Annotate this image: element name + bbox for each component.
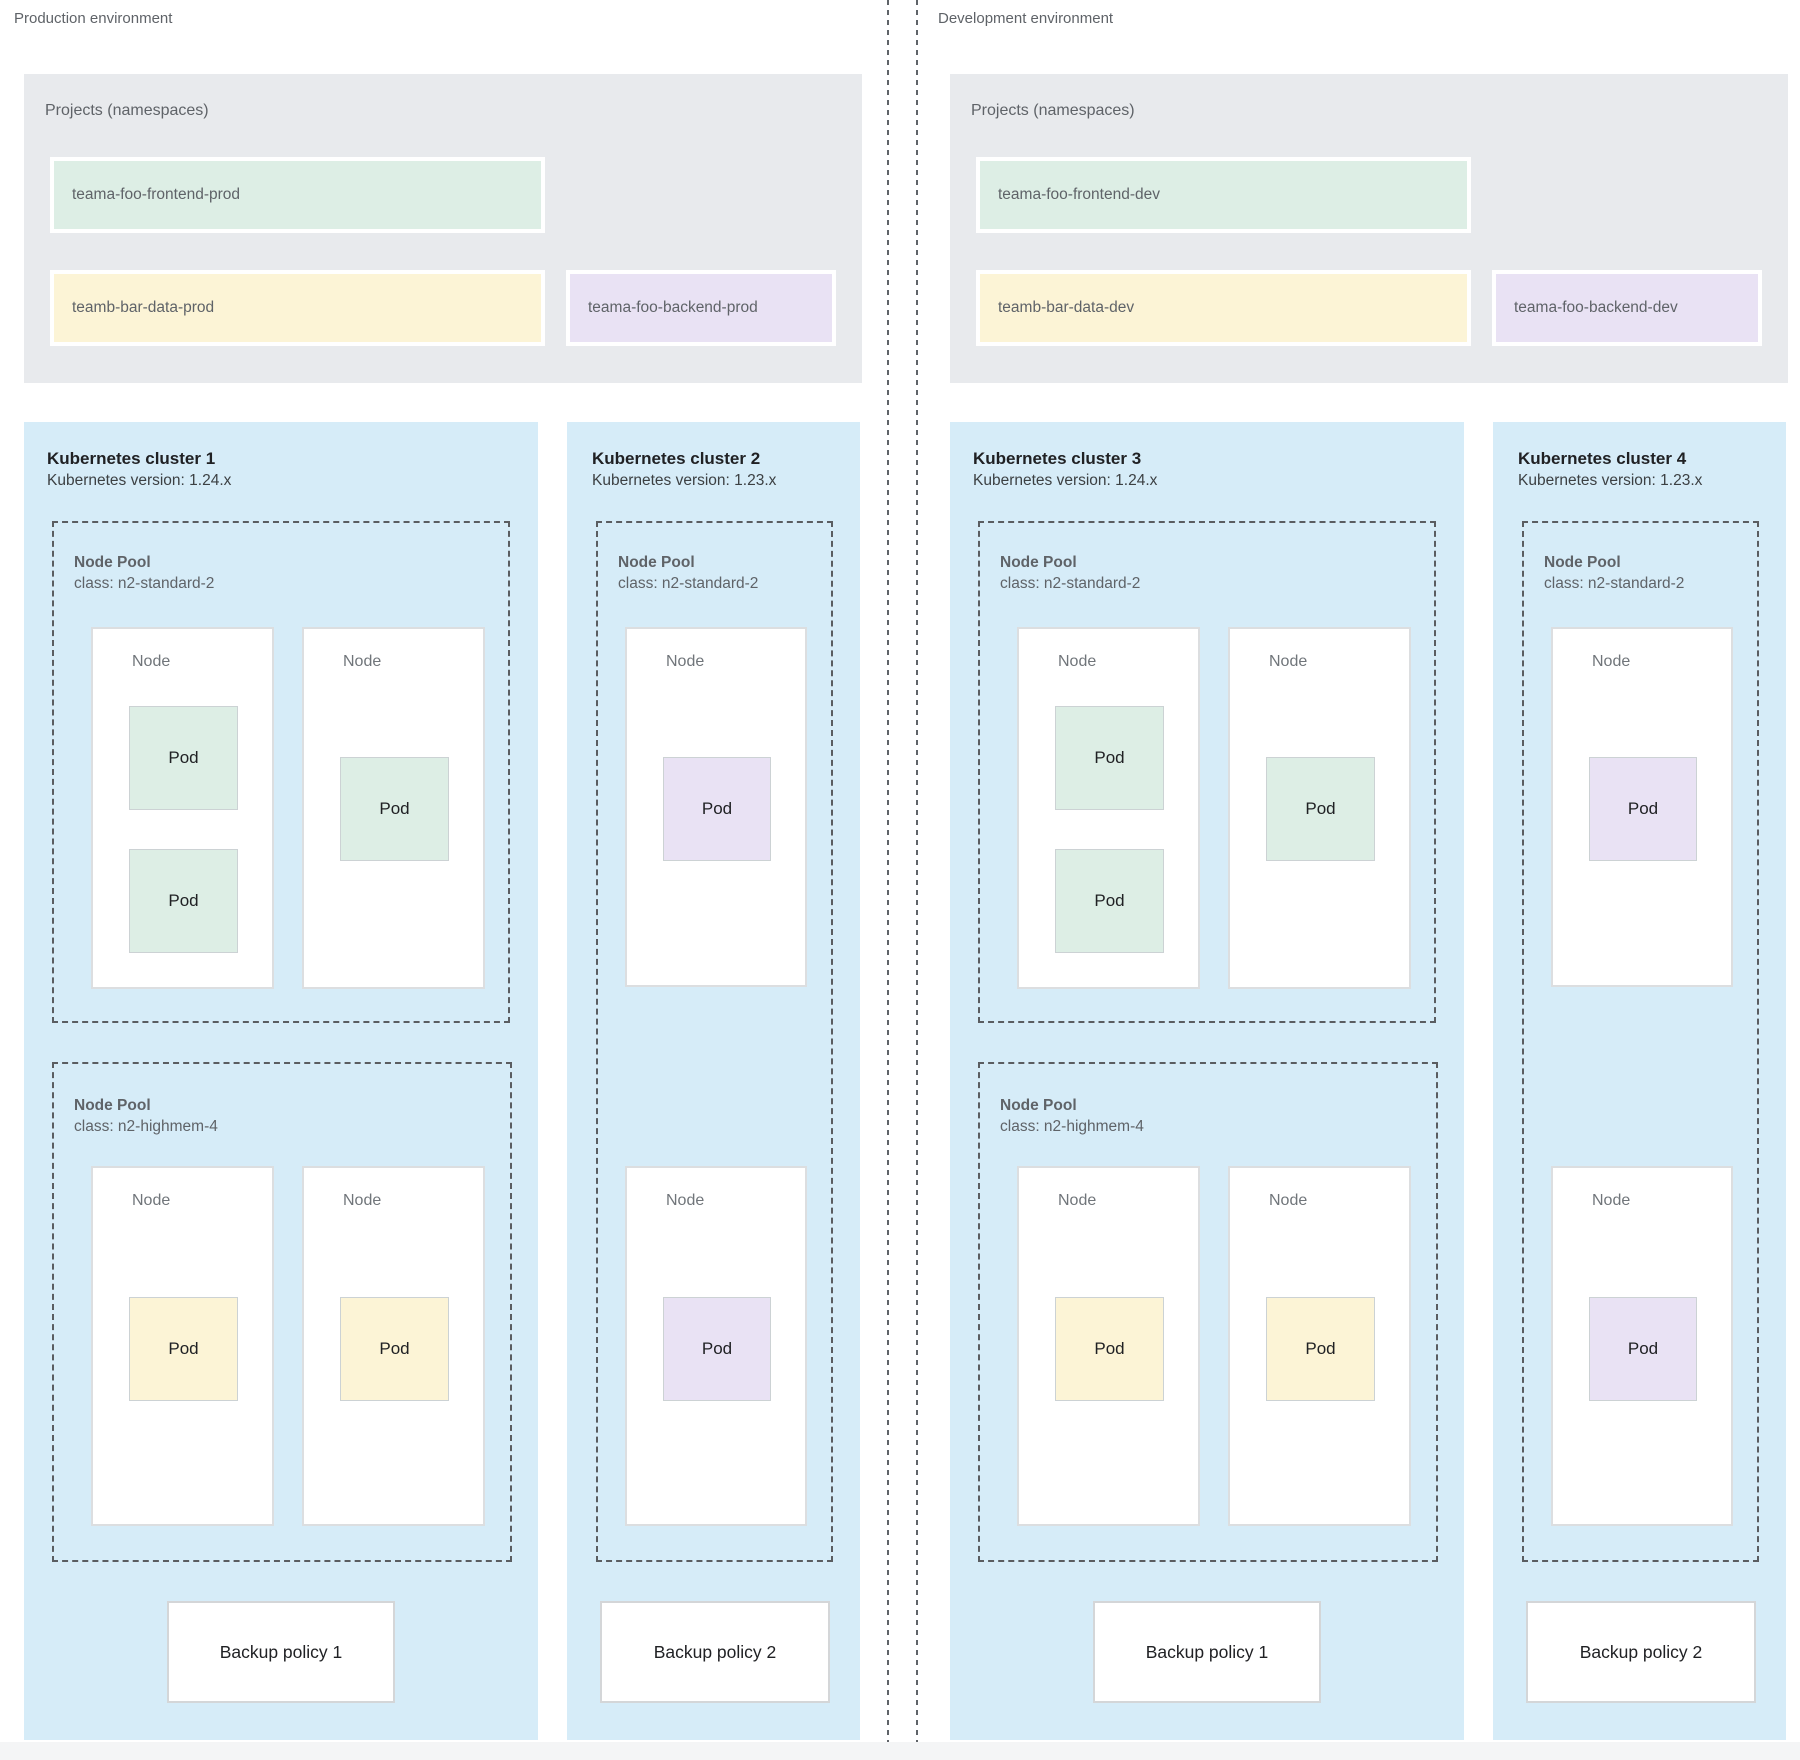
node-pool-label: Node Pool [1000,554,1077,571]
node-label: Node [1058,653,1097,670]
node-pool: Node Pool class: n2-highmem-4 Node Pod N… [52,1062,512,1562]
pod: Pod [340,757,449,861]
pod: Pod [663,1297,771,1401]
project-chip: teamb-bar-data-dev [976,270,1471,346]
node-label: Node [343,1192,382,1209]
pod: Pod [1589,757,1697,861]
node-pool: Node Pool class: n2-standard-2 Node Pod … [596,521,833,1562]
pod: Pod [129,706,238,810]
node-pool: Node Pool class: n2-standard-2 Node Pod … [978,521,1436,1023]
node-pool-label: Node Pool [74,1097,151,1114]
backup-policy: Backup policy 1 [167,1601,395,1703]
cluster-version: Kubernetes version: 1.23.x [592,472,777,489]
project-chip: teama-foo-frontend-dev [976,157,1471,233]
node: Node Pod [625,627,807,987]
pod: Pod [1055,1297,1164,1401]
node-pool: Node Pool class: n2-standard-2 Node Pod … [52,521,510,1023]
node-label: Node [132,1192,171,1209]
node-pool-class: class: n2-standard-2 [74,575,215,592]
pod: Pod [1589,1297,1697,1401]
node-label: Node [1058,1192,1097,1209]
node-label: Node [1269,653,1308,670]
kubernetes-cluster-2: Kubernetes cluster 2 Kubernetes version:… [567,422,860,1740]
project-name: teama-foo-frontend-prod [72,186,241,203]
project-name: teama-foo-frontend-dev [998,186,1160,203]
pod: Pod [1055,706,1164,810]
node-pool-class: class: n2-highmem-4 [74,1118,218,1135]
node-pool-label: Node Pool [1544,554,1621,571]
cluster-title: Kubernetes cluster 4 [1518,449,1687,468]
node-pool-class: class: n2-standard-2 [618,575,759,592]
kubernetes-cluster-4: Kubernetes cluster 4 Kubernetes version:… [1493,422,1786,1740]
project-name: teamb-bar-data-dev [998,299,1135,316]
node-pool: Node Pool class: n2-standard-2 Node Pod … [1522,521,1759,1562]
node: Node Pod Pod [91,627,274,989]
node-label: Node [343,653,382,670]
production-projects-panel: Projects (namespaces) teama-foo-frontend… [24,74,862,383]
project-chip: teama-foo-backend-prod [566,270,836,346]
pod: Pod [1055,849,1164,953]
pod: Pod [129,849,238,953]
node-label: Node [1269,1192,1308,1209]
node: Node Pod [625,1166,807,1526]
pod: Pod [340,1297,449,1401]
node: Node Pod [302,1166,485,1526]
node-pool-label: Node Pool [618,554,695,571]
cluster-title: Kubernetes cluster 3 [973,449,1142,468]
cluster-version: Kubernetes version: 1.24.x [47,472,232,489]
node-label: Node [132,653,171,670]
project-chip: teama-foo-backend-dev [1492,270,1762,346]
node-pool-class: class: n2-standard-2 [1544,575,1685,592]
node-pool-label: Node Pool [1000,1097,1077,1114]
kubernetes-cluster-1: Kubernetes cluster 1 Kubernetes version:… [24,422,538,1740]
project-chip: teama-foo-frontend-prod [50,157,545,233]
pod: Pod [663,757,771,861]
node: Node Pod Pod [1017,627,1200,989]
backup-policy: Backup policy 2 [1526,1601,1756,1703]
projects-panel-title: Projects (namespaces) [971,102,1135,119]
project-name: teama-foo-backend-dev [1514,299,1678,316]
pod: Pod [1266,1297,1375,1401]
environment-divider-line [916,0,918,1760]
node: Node Pod [1017,1166,1200,1526]
node: Node Pod [91,1166,274,1526]
backup-policy: Backup policy 1 [1093,1601,1321,1703]
production-environment-label: Production environment [14,10,173,27]
development-environment-label: Development environment [938,10,1114,27]
node-label: Node [666,653,705,670]
node-label: Node [1592,1192,1631,1209]
cluster-version: Kubernetes version: 1.24.x [973,472,1158,489]
environment-divider-line [887,0,889,1760]
kubernetes-cluster-3: Kubernetes cluster 3 Kubernetes version:… [950,422,1464,1740]
node: Node Pod [1228,1166,1411,1526]
node-pool-class: class: n2-standard-2 [1000,575,1141,592]
node-label: Node [666,1192,705,1209]
pod: Pod [1266,757,1375,861]
backup-policy: Backup policy 2 [600,1601,830,1703]
project-chip: teamb-bar-data-prod [50,270,545,346]
project-name: teamb-bar-data-prod [72,299,215,316]
cluster-title: Kubernetes cluster 2 [592,449,761,468]
project-name: teama-foo-backend-prod [588,299,758,316]
node-pool: Node Pool class: n2-highmem-4 Node Pod N… [978,1062,1438,1562]
node: Node Pod [1551,1166,1733,1526]
pod: Pod [129,1297,238,1401]
node: Node Pod [1551,627,1733,987]
bottom-background-strip [0,1742,1800,1760]
node: Node Pod [1228,627,1411,989]
cluster-version: Kubernetes version: 1.23.x [1518,472,1703,489]
node-pool-class: class: n2-highmem-4 [1000,1118,1144,1135]
development-projects-panel: Projects (namespaces) teama-foo-frontend… [950,74,1788,383]
node-label: Node [1592,653,1631,670]
node: Node Pod [302,627,485,989]
projects-panel-title: Projects (namespaces) [45,102,209,119]
node-pool-label: Node Pool [74,554,151,571]
cluster-title: Kubernetes cluster 1 [47,449,216,468]
